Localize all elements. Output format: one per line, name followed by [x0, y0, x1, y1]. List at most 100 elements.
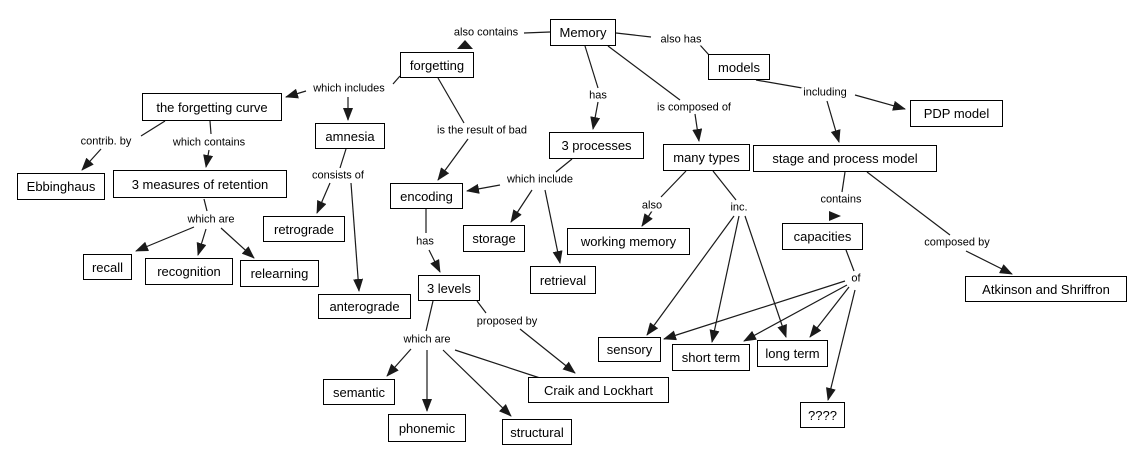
- arrow-whichare-structural: [442, 349, 512, 417]
- node-recognition: recognition: [145, 258, 233, 285]
- edge-memory-iscomposedof: [607, 45, 681, 101]
- edge-measures-whichare: [203, 198, 208, 212]
- edge-capacities-of: [845, 249, 855, 272]
- node-short-term: short term: [672, 344, 750, 371]
- edge-memory-alsocontains: [523, 31, 551, 34]
- edge-processes-whichinclude: [555, 158, 573, 173]
- edge-models-including: [755, 79, 809, 90]
- node-semantic: semantic: [323, 379, 395, 405]
- node-capacities: capacities: [782, 223, 863, 250]
- edge-label-which-are-measures: which are: [185, 213, 237, 226]
- node-anterograde: anterograde: [318, 294, 411, 319]
- node-encoding: encoding: [390, 183, 463, 209]
- node-unknown: ????: [800, 402, 845, 428]
- edge-memory-alsohas: [615, 32, 652, 38]
- arrow-whichinclude-encoding: [466, 183, 501, 194]
- edge-label-is-result-of-bad: is the result of bad: [435, 124, 529, 137]
- node-pdp-model: PDP model: [910, 100, 1003, 127]
- edge-label-including: including: [801, 86, 849, 99]
- node-models: models: [708, 54, 770, 80]
- edge-label-which-are-levels: which are: [401, 333, 453, 346]
- node-atkinson-shriffron: Atkinson and Shriffron: [965, 276, 1127, 302]
- edge-levels-whichare: [425, 300, 434, 332]
- arrow-consistsof-anterograde: [350, 182, 364, 292]
- arrow-inc-longterm: [744, 215, 787, 338]
- edge-label-also-contains: also contains: [451, 26, 521, 39]
- edge-forgetting-isresult: [437, 77, 465, 124]
- edge-label-consists-of: consists of: [310, 169, 366, 182]
- edge-label-proposed-by: proposed by: [474, 315, 540, 328]
- node-relearning: relearning: [240, 260, 319, 287]
- edge-manytypes-inc: [712, 170, 737, 201]
- arrow-whichinclude-storage: [510, 189, 533, 223]
- arrow-composedby-atkinson: [965, 250, 1013, 275]
- arrow-whichare-semantic: [386, 348, 412, 377]
- arrow-of-unknown: [826, 289, 856, 401]
- node-working-memory: working memory: [567, 228, 690, 255]
- node-ebbinghaus: Ebbinghaus: [17, 173, 105, 200]
- node-storage: storage: [463, 225, 525, 252]
- node-sensory: sensory: [598, 337, 661, 362]
- node-3-levels: 3 levels: [418, 275, 480, 301]
- edge-forgetting-whichincludes: [392, 75, 401, 85]
- edge-label-inc: inc.: [728, 201, 750, 214]
- edge-curve-whichcontains: [209, 120, 212, 135]
- edge-memory-has: [584, 45, 599, 89]
- arrow-whichare-relearning: [220, 227, 255, 259]
- arrow-whichinclude-retrieval: [544, 189, 563, 264]
- edge-label-contrib-by: contrib. by: [78, 135, 134, 148]
- edge-label-composed-by: composed by: [922, 236, 992, 249]
- arrow-also-workingmemory: [641, 210, 653, 227]
- node-many-types: many types: [663, 144, 750, 171]
- edge-whichare-craik: [454, 349, 541, 379]
- edge-label-which-contains: which contains: [170, 136, 248, 149]
- node-stage-process-model: stage and process model: [753, 145, 937, 172]
- arrow-of-sensory: [663, 280, 846, 341]
- node-3-measures: 3 measures of retention: [113, 170, 287, 198]
- arrow-including-stage: [826, 100, 841, 143]
- node-memory: Memory: [550, 19, 616, 46]
- edge-levels-proposedby: [476, 300, 487, 314]
- node-craik-lockhart: Craik and Lockhart: [528, 377, 669, 403]
- node-forgetting: forgetting: [400, 52, 474, 78]
- edge-amnesia-consistsof: [339, 148, 347, 169]
- node-3-processes: 3 processes: [549, 132, 644, 159]
- edge-curve-contribby: [140, 120, 166, 137]
- node-phonemic: phonemic: [388, 414, 466, 442]
- arrow-isresult-encoding: [437, 138, 469, 181]
- arrow-of-shortterm: [743, 284, 848, 342]
- arrow-of-longterm: [809, 286, 850, 338]
- edge-label-has-memory: has: [587, 89, 609, 102]
- edge-label-contains: contains: [818, 193, 864, 206]
- arrow-contribby-ebbinghaus: [81, 148, 102, 171]
- node-recall: recall: [83, 254, 132, 280]
- arrow-including-pdp: [854, 94, 906, 111]
- arrow-whichincludes-curve: [285, 88, 307, 99]
- arrow-proposedby-craik: [519, 328, 576, 374]
- node-retrograde: retrograde: [263, 216, 345, 242]
- arrowhead-contains-capacities: [829, 211, 841, 221]
- edge-label-is-composed-of: is composed of: [655, 101, 733, 114]
- edge-alsohas-models: [699, 44, 710, 56]
- arrow-has-processes: [590, 101, 601, 130]
- edge-label-which-include: which include: [504, 173, 576, 186]
- arrow-inc-sensory: [646, 215, 735, 336]
- arrow-has-levels: [428, 249, 441, 273]
- arrow-whichcontains-measures: [203, 149, 214, 168]
- edge-label-also: also: [639, 199, 665, 212]
- edge-label-has-encoding: has: [414, 235, 436, 248]
- edge-label-of: of: [849, 272, 863, 285]
- arrow-iscomposedof-manytypes: [692, 113, 703, 142]
- edge-label-which-includes: which includes: [311, 82, 387, 95]
- edge-stage-composedby: [866, 171, 951, 236]
- arrowhead-alsocontains-forgetting: [457, 40, 473, 49]
- node-structural: structural: [502, 419, 572, 445]
- edge-stage-contains: [841, 171, 846, 193]
- node-forgetting-curve: the forgetting curve: [142, 93, 282, 121]
- node-long-term: long term: [757, 340, 828, 367]
- node-retrieval: retrieval: [530, 266, 596, 294]
- edge-manytypes-also: [660, 170, 687, 198]
- arrow-inc-shortterm: [709, 215, 740, 343]
- edge-label-also-has: also has: [658, 33, 704, 46]
